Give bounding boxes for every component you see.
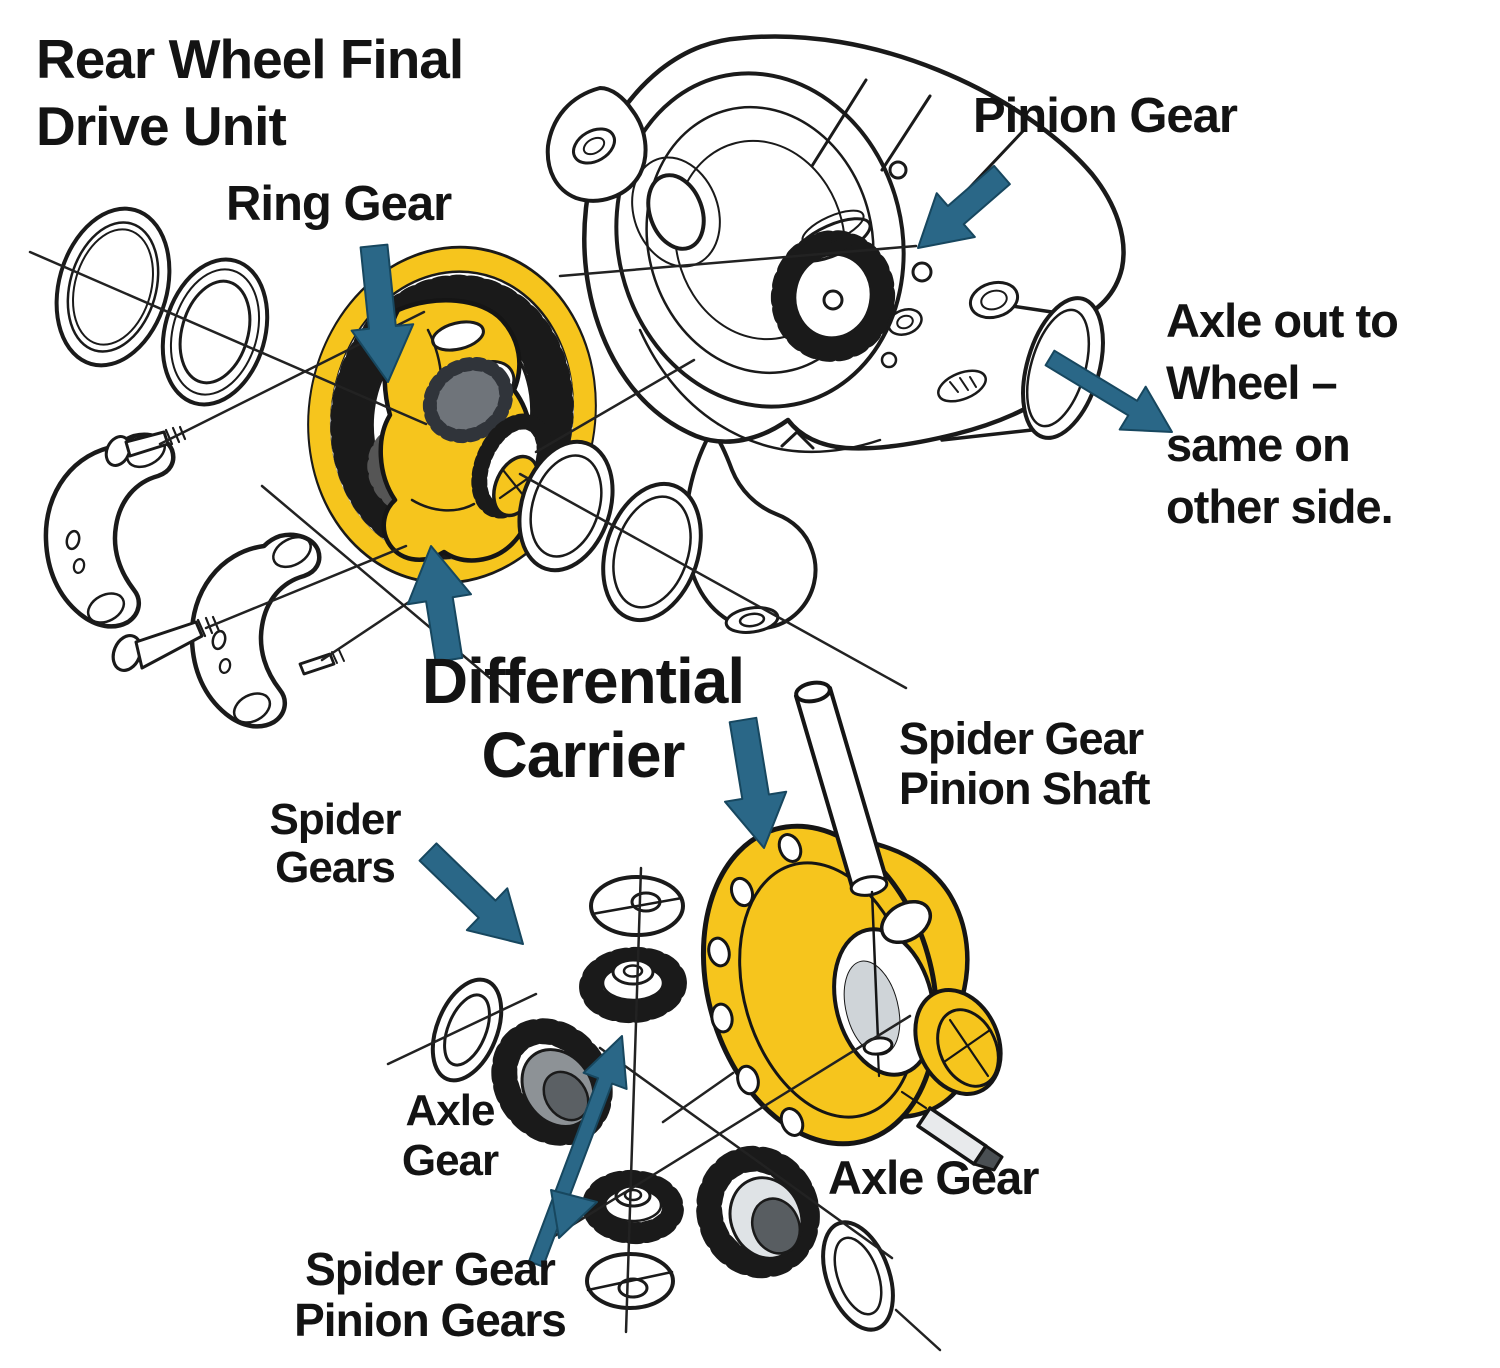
axle-gear-left-line1: Axle bbox=[405, 1086, 496, 1135]
spider-gear-upper-drawing bbox=[579, 946, 687, 1024]
spider-gear-pinion-gears-arrow-barb bbox=[550, 1189, 598, 1239]
bearing-caps-drawing bbox=[43, 432, 322, 729]
spider-gears-line1: Spider bbox=[269, 795, 402, 844]
axle-gear-left-label: Axle Gear bbox=[355, 1086, 545, 1186]
spider-gear-pinion-gears-line2: Pinion Gears bbox=[294, 1294, 567, 1346]
axle-gear-right-label: Axle Gear bbox=[828, 1151, 1039, 1204]
carrier-exploded-drawing bbox=[700, 680, 1004, 1172]
spider-gear-pinion-gears-label: Spider Gear Pinion Gears bbox=[250, 1244, 610, 1346]
spider-gears-line2: Gears bbox=[275, 843, 396, 892]
axle-gear-left-drawing bbox=[491, 1018, 613, 1146]
axle-gear-left-line2: Gear bbox=[401, 1136, 499, 1185]
spider-gear-pinion-shaft-label: Spider Gear Pinion Shaft bbox=[899, 714, 1150, 814]
lock-pin-drawing bbox=[900, 1090, 1004, 1172]
pinion-gear-label: Pinion Gear bbox=[973, 89, 1238, 143]
spider-gear-pinion-shaft-line2: Pinion Shaft bbox=[899, 763, 1150, 814]
ring-gear-assembly-drawing bbox=[307, 245, 703, 623]
ring-gear-label: Ring Gear bbox=[226, 177, 452, 231]
diagram-title-line1: Rear Wheel Final bbox=[36, 28, 464, 90]
diagram-title: Rear Wheel Final Drive Unit bbox=[36, 26, 464, 160]
axle-gear-right-drawing bbox=[696, 1145, 820, 1279]
callout-arrows bbox=[350, 164, 1173, 1268]
pinion-gear-arrow bbox=[917, 164, 1011, 249]
exploded-gear-stack-drawing bbox=[430, 875, 895, 1332]
axle-out-line1: Axle out to bbox=[1166, 294, 1399, 347]
spider-gear-pinion-shaft-line1: Spider Gear bbox=[899, 713, 1144, 764]
spider-gears-label: Spider Gears bbox=[240, 796, 430, 892]
axle-out-line2: Wheel – bbox=[1166, 356, 1338, 409]
differential-carrier-line2: Carrier bbox=[481, 719, 686, 791]
axle-out-arrow bbox=[1044, 349, 1173, 433]
spider-gear-pinion-shaft-drawing bbox=[794, 680, 894, 1078]
diagram-title-line2: Drive Unit bbox=[36, 95, 287, 157]
differential-carrier-up-arrow bbox=[406, 545, 472, 664]
differential-carrier-line1: Differential bbox=[421, 645, 745, 717]
spider-gears-arrow bbox=[418, 842, 524, 945]
pinion-gear-drawing bbox=[770, 209, 896, 362]
differential-carrier-down-arrow bbox=[724, 716, 788, 849]
axle-out-line4: other side. bbox=[1166, 480, 1394, 533]
axis-lines bbox=[28, 244, 942, 1352]
differential-carrier-label: Differential Carrier bbox=[363, 644, 803, 792]
spider-gear-pinion-gears-line1: Spider Gear bbox=[305, 1243, 556, 1295]
axle-out-line3: same on bbox=[1166, 418, 1351, 471]
cap-bolts-drawing bbox=[104, 425, 345, 676]
axle-out-label: Axle out to Wheel – same on other side. bbox=[1166, 290, 1399, 538]
ring-gear-arrow bbox=[350, 243, 415, 383]
